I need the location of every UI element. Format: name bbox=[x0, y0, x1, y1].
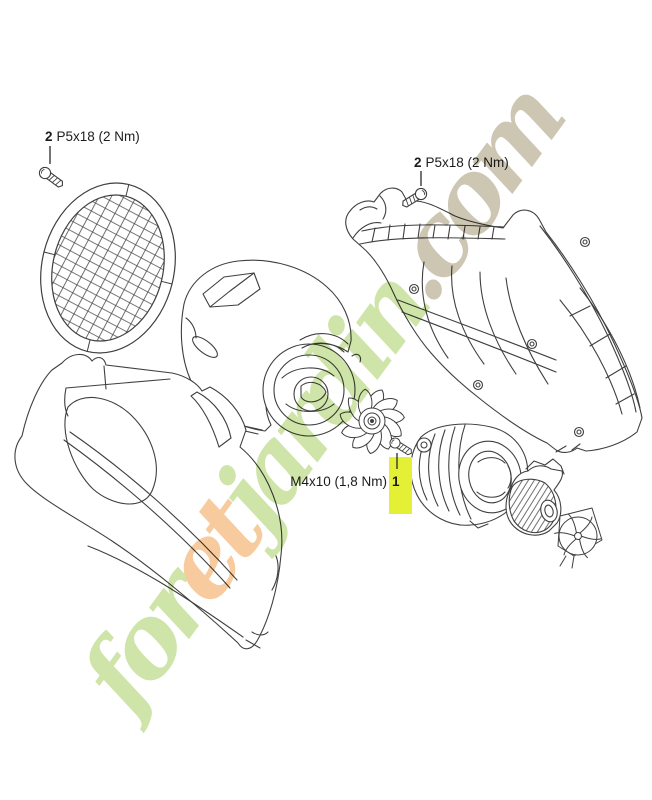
fan-housing-shroud bbox=[180, 259, 362, 437]
blower-housing-left bbox=[14, 353, 283, 650]
intake-grille bbox=[40, 182, 176, 354]
rotor-armature bbox=[410, 423, 529, 529]
motor-housing-right bbox=[345, 187, 643, 453]
small-impeller bbox=[554, 507, 603, 569]
leader-lines bbox=[49, 146, 422, 469]
callout-label-m4: M4x10 (1,8 Nm) bbox=[290, 474, 387, 489]
fan-wheel bbox=[339, 388, 405, 455]
callout-ref-number[interactable]: 1 bbox=[392, 474, 400, 489]
screw-m4x10 bbox=[387, 435, 415, 459]
screw-p5x18-left bbox=[36, 164, 67, 191]
stator bbox=[505, 458, 569, 539]
selected-part-marker[interactable] bbox=[389, 457, 412, 514]
highlight-box[interactable] bbox=[389, 457, 412, 514]
